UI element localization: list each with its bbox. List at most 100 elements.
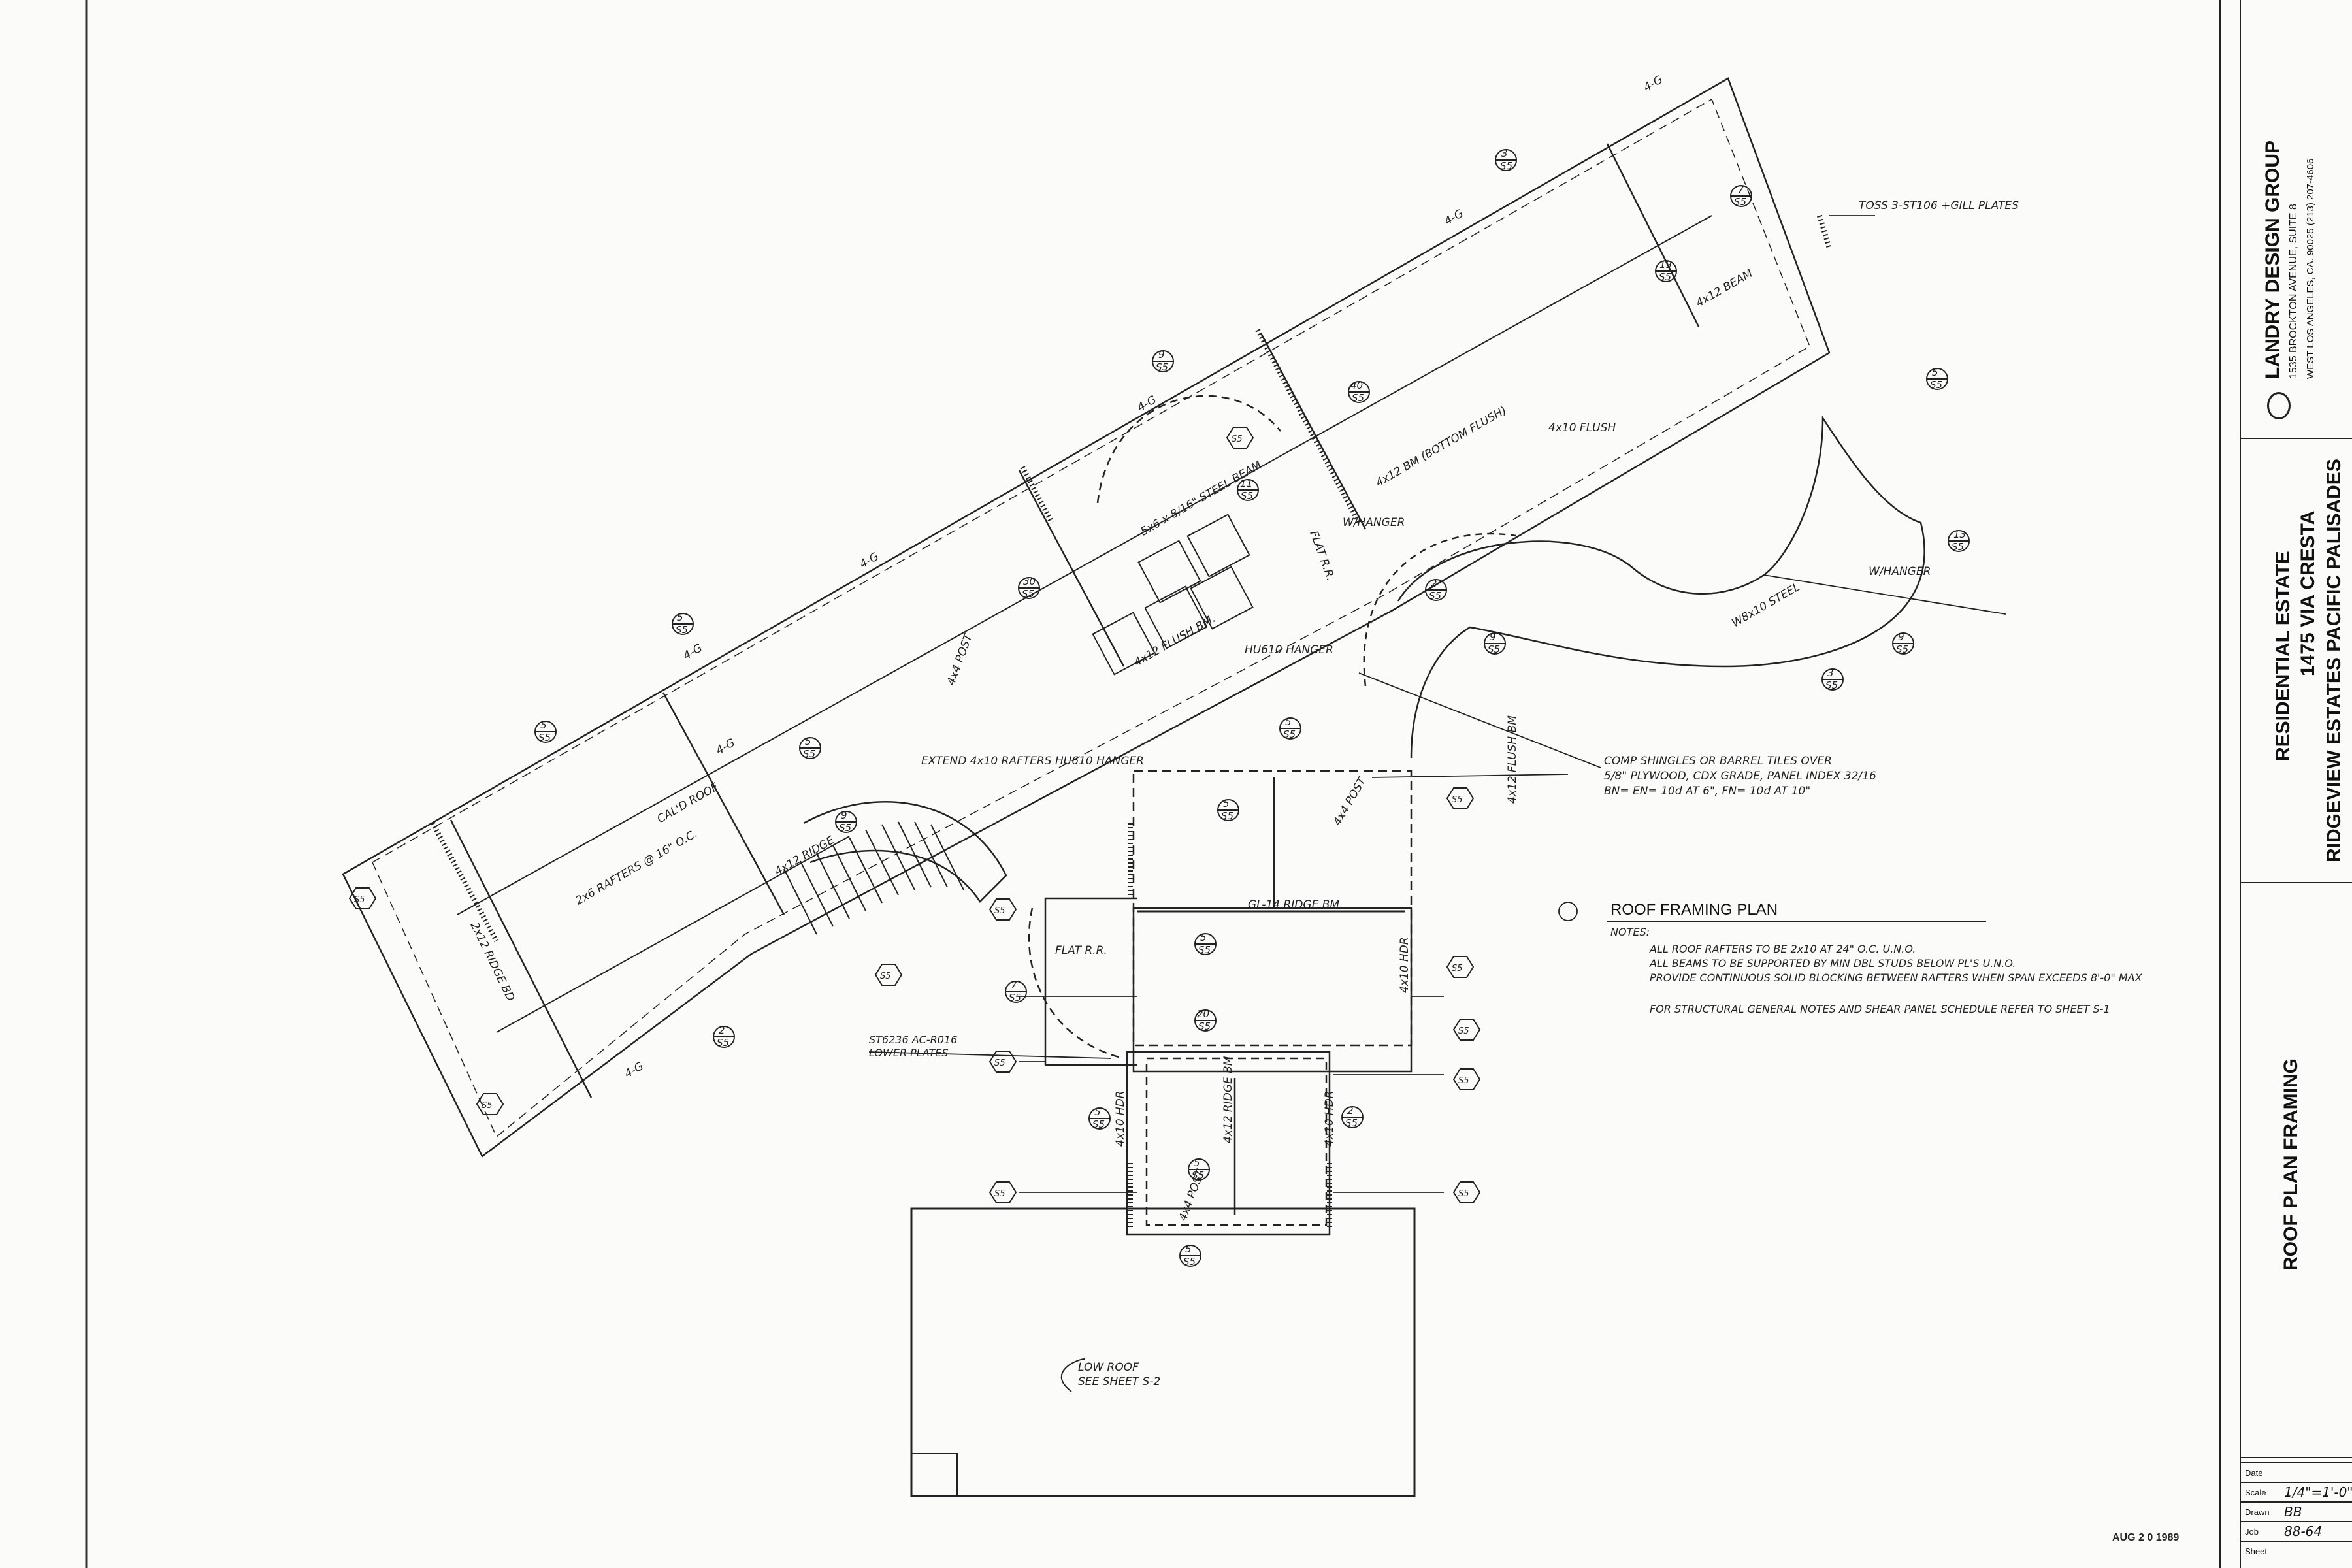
- label-cal-roof: CAL'D ROOF: [655, 781, 721, 826]
- low-roof-block: [910, 1207, 1416, 1497]
- label-post3: 4x4 POST: [945, 631, 975, 687]
- detail-marker[interactable]: 5S5: [1088, 1106, 1111, 1130]
- svg-text:S5: S5: [1156, 361, 1168, 373]
- svg-text:5: 5: [1200, 932, 1207, 943]
- detail-marker[interactable]: 3S5: [1821, 667, 1844, 691]
- svg-text:13: 13: [1953, 529, 1966, 540]
- detail-marker[interactable]: 9S5: [1484, 631, 1506, 655]
- svg-text:S5: S5: [1283, 728, 1296, 740]
- post-marker[interactable]: S5: [988, 898, 1017, 921]
- pavilion-lower-outer: [1126, 1051, 1331, 1236]
- detail-marker[interactable]: 5S5: [1194, 932, 1217, 956]
- division-3: [1018, 470, 1125, 667]
- detail-marker[interactable]: 2S5: [713, 1024, 735, 1049]
- svg-text:S5: S5: [1458, 1189, 1469, 1199]
- post-marker[interactable]: S5: [988, 1051, 1017, 1073]
- label-flush-bm2: 4x12 FLUSH BM: [1506, 715, 1519, 804]
- stair-treads: [783, 821, 964, 935]
- note-4: FOR STRUCTURAL GENERAL NOTES AND SHEAR P…: [1650, 1003, 2110, 1015]
- label-flat-rr: FLAT R.R.: [1055, 944, 1107, 957]
- post-marker[interactable]: S5: [476, 1093, 504, 1115]
- post-marker[interactable]: S5: [1452, 1068, 1481, 1090]
- detail-marker[interactable]: 2S5: [1341, 1105, 1364, 1129]
- detail-marker[interactable]: 7S5: [1730, 184, 1752, 208]
- label-ag-3: 4-G: [1642, 73, 1665, 94]
- label-hanger: W/HANGER: [1869, 565, 1931, 578]
- label-beam-bottom-flush: 4x12 BM (BOTTOM FLUSH): [1374, 404, 1509, 489]
- detail-marker[interactable]: 9S5: [835, 809, 857, 834]
- label-hanger2: W/HANGER: [1343, 516, 1405, 529]
- curved-rooms: [803, 395, 1925, 1060]
- post-marker[interactable]: S5: [988, 1181, 1017, 1203]
- svg-text:S5: S5: [1930, 379, 1942, 391]
- label-post2: 4x4 POST: [1177, 1167, 1207, 1222]
- turret-arc: [1096, 395, 1281, 504]
- post-marker[interactable]: S5: [1446, 956, 1475, 978]
- post-marker[interactable]: S5: [1226, 427, 1254, 449]
- division-4: [1260, 333, 1367, 530]
- svg-text:S5: S5: [482, 1101, 493, 1111]
- leader-lines: [868, 215, 2006, 1193]
- svg-text:S5: S5: [1198, 944, 1211, 956]
- callout-lower-plates: ST6236 AC-R016 LOWER PLATES: [869, 1034, 957, 1059]
- detail-marker[interactable]: 9S5: [1152, 349, 1174, 373]
- detail-marker[interactable]: 5S5: [799, 736, 821, 760]
- svg-text:S5: S5: [1734, 196, 1746, 208]
- detail-marker[interactable]: 5S5: [1279, 716, 1301, 740]
- svg-text:9: 9: [1158, 349, 1165, 361]
- entry-arc: [1028, 907, 1124, 1060]
- post-marker[interactable]: S5: [1452, 1019, 1481, 1041]
- detail-marker[interactable]: 7S5: [1005, 979, 1027, 1004]
- detail-marker[interactable]: 5S5: [1217, 798, 1239, 822]
- svg-text:S5: S5: [1659, 271, 1671, 283]
- post-marker[interactable]: S5: [874, 964, 903, 986]
- svg-text:S5: S5: [994, 1058, 1005, 1068]
- svg-text:5/8" PLYWOOD, CDX GRADE, PANEL: 5/8" PLYWOOD, CDX GRADE, PANEL INDEX 32/…: [1604, 770, 1876, 783]
- label-ag-5: 4-G: [1135, 393, 1159, 414]
- detail-marker[interactable]: 3S5: [1495, 148, 1517, 172]
- post-marker[interactable]: S5: [1446, 787, 1475, 809]
- svg-text:5: 5: [1285, 716, 1292, 728]
- label-hu-hanger2: HU610 HANGER: [1245, 644, 1333, 657]
- note-2: ALL BEAMS TO BE SUPPORTED BY MIN DBL STU…: [1649, 957, 2016, 970]
- detail-marker[interactable]: 5S5: [1179, 1243, 1201, 1267]
- firm-address-1: 1535 BROCKTON AVENUE, SUITE 8: [2288, 204, 2299, 379]
- label-hu-hanger: HU610 HANGER: [1055, 755, 1144, 768]
- detail-marker[interactable]: 5S5: [672, 612, 694, 636]
- sheet-title: ROOF PLAN FRAMING: [2280, 1058, 2302, 1271]
- post-marker[interactable]: S5: [1452, 1181, 1481, 1203]
- svg-text:S5: S5: [1429, 590, 1441, 602]
- svg-text:3: 3: [1501, 148, 1508, 159]
- detail-marker[interactable]: 5S5: [534, 719, 557, 743]
- svg-text:2: 2: [1347, 1105, 1354, 1117]
- job-row: Job 88-64: [2240, 1521, 2352, 1541]
- label-flush-bm: 4x12 FLUSH BM.: [1132, 612, 1218, 669]
- label-hdr2: 4x10 HDR: [1114, 1090, 1127, 1147]
- note-1: ALL ROOF RAFTERS TO BE 2x10 AT 24" O.C. …: [1649, 943, 1916, 955]
- svg-text:S5: S5: [1022, 588, 1034, 600]
- detail-marker[interactable]: 5S5: [1926, 367, 1948, 391]
- rounded-room: [1397, 415, 1925, 759]
- skylight-boxes: [1092, 514, 1254, 676]
- detail-marker[interactable]: 9S5: [1892, 631, 1914, 655]
- svg-text:BN= EN= 10d AT 6", FN= 10d AT: BN= EN= 10d AT 6", FN= 10d AT 10": [1604, 785, 1810, 798]
- svg-text:5: 5: [1223, 798, 1230, 809]
- detail-marker[interactable]: 5S5: [1188, 1157, 1210, 1181]
- post-marker[interactable]: S5: [348, 887, 377, 909]
- svg-text:5: 5: [1932, 367, 1938, 378]
- label-ag-1: 4-G: [681, 642, 705, 662]
- received-stamp: AUG 2 0 1989: [2112, 1532, 2179, 1543]
- detail-marker[interactable]: 2S5: [1425, 578, 1447, 602]
- center-pavilion: [1044, 770, 1413, 1236]
- wing-outline: [342, 77, 1831, 1158]
- svg-text:11: 11: [1240, 478, 1252, 489]
- title-block-margin: [2220, 0, 2241, 1568]
